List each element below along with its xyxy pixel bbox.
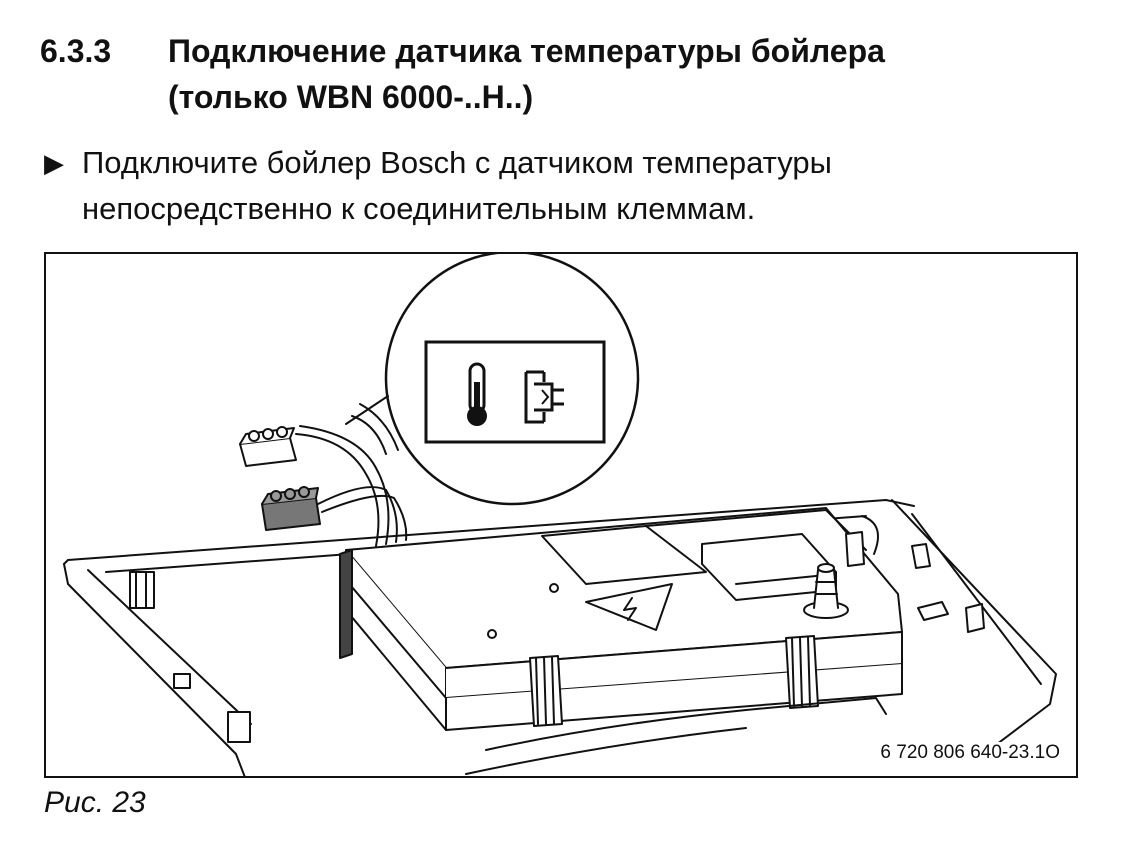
hot-water-tank-icon: [524, 370, 564, 424]
section-title: Подключение датчика температуры бойлера …: [168, 28, 1068, 120]
figure-caption: Рис. 23: [44, 786, 146, 819]
bullet-arrow-icon: ▶: [44, 148, 64, 178]
section-number: 6.3.3: [40, 33, 112, 69]
instruction-line-1: Подключите бойлер Bosch с датчиком темпе…: [82, 145, 832, 180]
section-title-line-1: Подключение датчика температуры бойлера: [168, 33, 885, 69]
thermometer-icon: [467, 362, 487, 426]
boiler-wiring-illustration: [63, 254, 1057, 776]
terminal-label-plate: [424, 340, 606, 444]
section-title-line-2: (только WBN 6000-..H..): [168, 79, 534, 115]
wiring-figure: 6 720 806 640-23.1O: [44, 252, 1078, 778]
figure-code: 6 720 806 640-23.1O: [878, 742, 1062, 764]
instruction-line-2: непосредственно к соединительным клеммам…: [82, 191, 756, 226]
instruction-text: Подключите бойлер Bosch с датчиком темпе…: [82, 140, 982, 232]
